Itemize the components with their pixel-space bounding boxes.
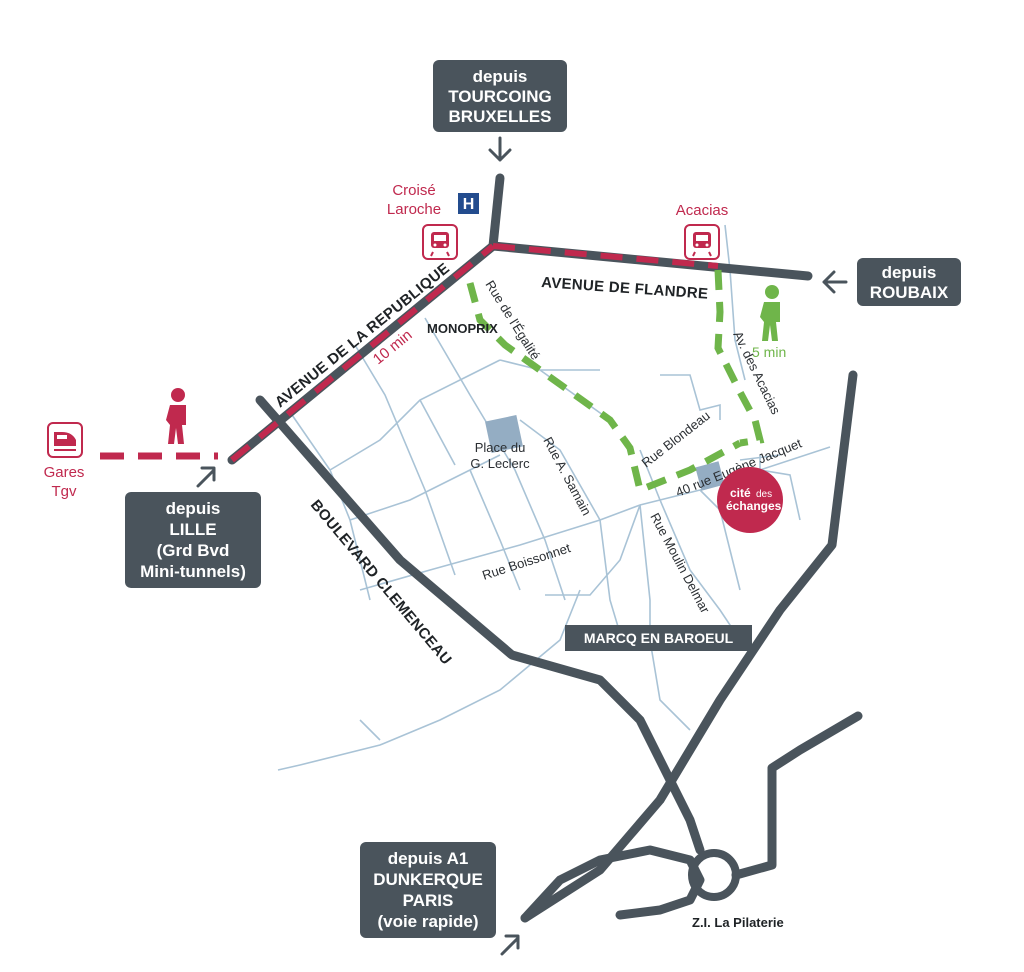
- stop-croise-line2: Laroche: [387, 201, 441, 218]
- origin-roubaix-box: depuis ROUBAIX: [857, 258, 961, 306]
- label-rue-moulin: Rue Moulin Delmar: [647, 510, 713, 616]
- origin-lille-line1: depuis: [166, 499, 221, 518]
- origin-a1-box: depuis A1 DUNKERQUE PARIS (voie rapide): [360, 842, 496, 938]
- arrow-down-icon: [488, 136, 512, 162]
- red-route-republique: [230, 243, 495, 463]
- destination-line1b: des: [756, 489, 772, 500]
- tram-icon: [422, 224, 458, 260]
- label-rue-samain: Rue A. Samain: [540, 434, 594, 518]
- label-zi-pilaterie: Z.I. La Pilaterie: [692, 915, 784, 930]
- origin-a1-line2: DUNKERQUE: [373, 870, 483, 889]
- origin-lille-line3: (Grd Bvd: [157, 541, 230, 560]
- tram-stop-acacias: Acacias: [676, 202, 729, 260]
- green-route-egalite: [466, 282, 742, 495]
- district-label: MARCQ EN BAROEUL: [584, 630, 734, 646]
- origin-lille-line2: LILLE: [169, 520, 216, 539]
- label-place-leclerc-line1: Place du: [475, 440, 526, 455]
- train-station-gares: Gares Tgv: [44, 422, 85, 500]
- stop-croise-line1: Croisé: [392, 182, 435, 199]
- pedestrian-red-icon: [166, 388, 186, 444]
- arrow-up-right-icon: [500, 934, 520, 956]
- origin-tourcoing-line1: depuis: [473, 67, 528, 86]
- origin-lille-line4: Mini-tunnels): [140, 562, 246, 581]
- place-leclerc-square: [485, 415, 523, 453]
- hospital-letter: H: [463, 196, 475, 213]
- origin-tourcoing-box: depuis TOURCOING BRUXELLES: [433, 60, 567, 132]
- destination-line1: cité: [730, 486, 751, 500]
- green-route-acacias: [714, 269, 765, 447]
- origin-a1-line1: depuis A1: [388, 849, 469, 868]
- destination-line2: échanges: [726, 499, 782, 513]
- destination-square: [695, 461, 725, 491]
- district-label-box: MARCQ EN BAROEUL: [565, 625, 752, 651]
- stop-gares-line2: Tgv: [51, 483, 77, 500]
- label-monoprix: MONOPRIX: [427, 321, 498, 336]
- label-rue-boissonnet: Rue Boissonnet: [480, 540, 572, 583]
- tram-stop-croise: Croisé Laroche: [387, 182, 458, 260]
- origin-tourcoing-line2: TOURCOING: [448, 87, 552, 106]
- time-green-label: 5 min: [752, 344, 786, 360]
- hospital-icon: H: [458, 193, 479, 214]
- origin-lille-box: depuis LILLE (Grd Bvd Mini-tunnels): [125, 492, 261, 588]
- origin-roubaix-line1: depuis: [882, 263, 937, 282]
- arrow-left-icon: [822, 270, 848, 294]
- pedestrian-green-icon: [760, 285, 780, 341]
- stop-acacias-label: Acacias: [676, 202, 729, 219]
- red-route-flandre: [492, 243, 719, 269]
- destination-cite-des-echanges: cité des échanges: [717, 467, 783, 533]
- tram-icon: [684, 224, 720, 260]
- label-place-leclerc-line2: G. Leclerc: [470, 456, 530, 471]
- origin-roubaix-line2: ROUBAIX: [870, 283, 949, 302]
- label-av-acacias: Av. des Acacias: [730, 329, 783, 417]
- label-avenue-republique: AVENUE DE LA REPUBLIQUE: [272, 260, 453, 411]
- label-rue-blondeau: Rue Blondeau: [639, 408, 713, 471]
- arrow-up-right-icon: [196, 466, 216, 488]
- origin-a1-line3: PARIS: [403, 891, 454, 910]
- label-avenue-flandre: AVENUE DE FLANDRE: [541, 274, 709, 303]
- train-icon: [47, 422, 83, 458]
- origin-tourcoing-line3: BRUXELLES: [449, 107, 552, 126]
- stop-gares-line1: Gares: [44, 464, 85, 481]
- origin-a1-line4: (voie rapide): [377, 912, 478, 931]
